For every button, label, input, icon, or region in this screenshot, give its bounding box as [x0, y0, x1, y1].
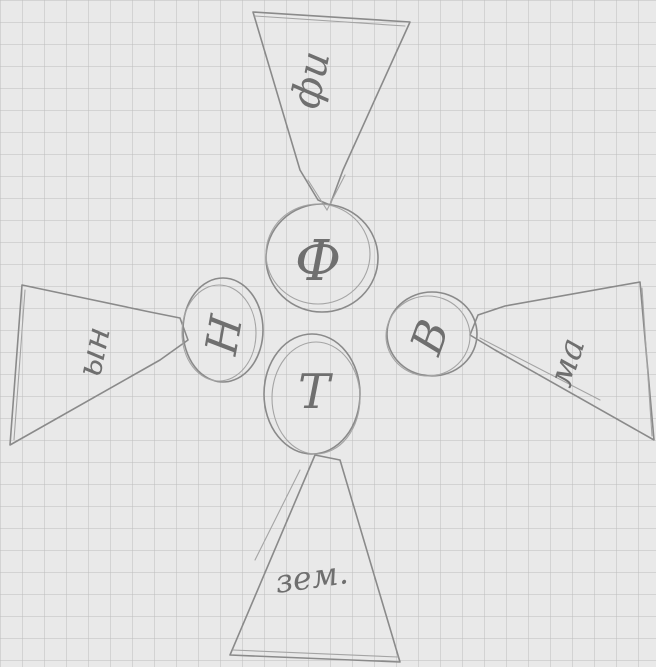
bottom-circle-label: Т: [298, 364, 333, 420]
center-circle-label: Ф: [295, 229, 341, 294]
